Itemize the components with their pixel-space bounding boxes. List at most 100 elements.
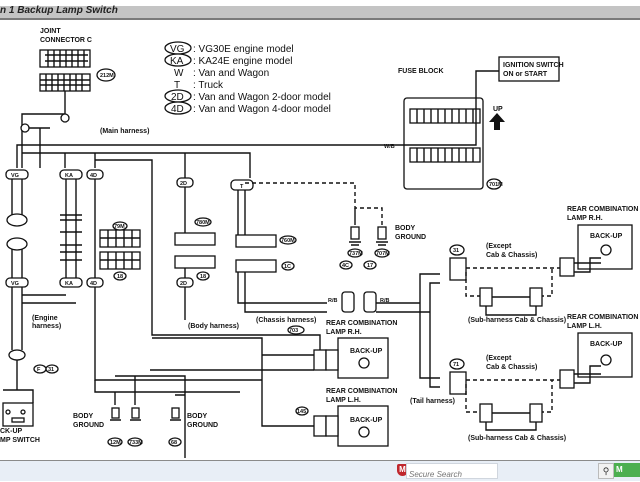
svg-text:BODY: BODY: [73, 413, 94, 420]
svg-text:T: T: [174, 80, 180, 91]
legend-item: : Van and Wagon 2-door model: [193, 92, 331, 103]
connector-212m-badge: [96, 68, 116, 82]
svg-text:18: 18: [117, 274, 123, 280]
svg-text:2D: 2D: [180, 281, 187, 287]
svg-text:LAMP R.H.: LAMP R.H.: [567, 215, 603, 222]
up-arrow-icon: [489, 113, 505, 130]
svg-text:31: 31: [48, 367, 54, 373]
svg-text:4C: 4C: [342, 263, 349, 269]
svg-text:LAMP L.H.: LAMP L.H.: [326, 397, 361, 404]
svg-text:737M: 737M: [349, 251, 363, 257]
svg-text:(Chassis harness): (Chassis harness): [256, 317, 316, 324]
svg-text:79M: 79M: [114, 224, 125, 230]
svg-text:68: 68: [171, 440, 177, 446]
bulb-icon: [600, 354, 612, 366]
svg-text:(Sub-harness Cab & Chassis): (Sub-harness Cab & Chassis): [468, 317, 566, 324]
secure-search-field[interactable]: [406, 463, 498, 482]
svg-text:IGNITION SWITCH: IGNITION SWITCH: [503, 62, 564, 69]
svg-text:780M: 780M: [196, 220, 210, 226]
legend-item: : VG30E engine model: [193, 44, 294, 55]
legend-item: : Van and Wagon: [193, 68, 269, 79]
svg-text:VG: VG: [11, 281, 19, 287]
svg-text:R/B: R/B: [328, 298, 338, 304]
svg-text:(Except: (Except: [486, 243, 512, 250]
svg-text:harness): harness): [32, 323, 61, 330]
svg-text:BACK-UP: BACK-UP: [350, 348, 383, 355]
fuse-block-label: FUSE BLOCK: [398, 68, 444, 75]
connector-212m-label: 212M: [100, 73, 114, 79]
svg-text:REAR COMBINATION: REAR COMBINATION: [567, 314, 638, 321]
svg-text:(Tail harness): (Tail harness): [410, 398, 455, 405]
svg-text:GROUND: GROUND: [395, 234, 426, 241]
addon-label: M: [616, 465, 623, 474]
joint-connector-label: JOINT: [40, 28, 61, 35]
svg-text:4D: 4D: [90, 173, 97, 179]
svg-text:VG: VG: [11, 173, 19, 179]
magnifier-icon[interactable]: ⚲: [598, 463, 614, 479]
connector-760m: [235, 234, 277, 248]
svg-text:1C: 1C: [284, 264, 291, 270]
svg-text:2D: 2D: [171, 92, 184, 103]
svg-text:MP SWITCH: MP SWITCH: [0, 437, 40, 444]
svg-text:F: F: [37, 367, 41, 373]
svg-text:REAR COMBINATION: REAR COMBINATION: [326, 388, 397, 395]
bulb-icon: [600, 244, 612, 256]
svg-text:17: 17: [367, 263, 373, 269]
svg-text:T: T: [240, 184, 244, 190]
svg-text:BODY: BODY: [187, 413, 208, 420]
fuse-block: [403, 97, 484, 190]
window-titlebar: n 1 Backup Lamp Switch: [0, 5, 640, 20]
svg-text:31: 31: [453, 248, 459, 254]
svg-text:703: 703: [289, 328, 298, 334]
svg-text:71: 71: [453, 362, 459, 368]
legend: VG : VG30E engine model KA : KA24E engin…: [164, 41, 331, 115]
svg-text:W/B: W/B: [384, 144, 395, 150]
svg-text:Cab & Chassis): Cab & Chassis): [486, 252, 537, 259]
svg-text:LAMP R.H.: LAMP R.H.: [326, 329, 362, 336]
svg-text:BACK-UP: BACK-UP: [350, 417, 383, 424]
svg-text:KA: KA: [65, 173, 73, 179]
svg-text:145: 145: [297, 409, 306, 415]
svg-text:701M: 701M: [489, 182, 503, 188]
svg-text:W: W: [174, 68, 184, 79]
svg-text:12M: 12M: [110, 440, 121, 446]
connector-18b: [174, 255, 216, 269]
window-title: n 1 Backup Lamp Switch: [0, 5, 118, 16]
browser-statusbar: M ⚲ M: [0, 460, 640, 482]
svg-text:733M: 733M: [129, 440, 143, 446]
rear-lamp-lh-center: [337, 405, 389, 447]
legend-item: : Van and Wagon 4-door model: [193, 104, 331, 115]
svg-text:BACK-UP: BACK-UP: [590, 233, 623, 240]
legend-item: : Truck: [193, 80, 224, 91]
svg-text:GROUND: GROUND: [187, 422, 218, 429]
svg-text:CK-UP: CK-UP: [0, 428, 22, 435]
svg-text:KA: KA: [170, 56, 184, 67]
svg-text:18: 18: [200, 274, 206, 280]
svg-text:BACK-UP: BACK-UP: [590, 341, 623, 348]
svg-text:ON or START: ON or START: [503, 71, 548, 78]
search-input[interactable]: [407, 467, 497, 482]
shield-icon[interactable]: M: [397, 464, 408, 476]
svg-text:UP: UP: [493, 106, 503, 113]
connector-1c: [235, 259, 277, 273]
connector-701m-badge: [486, 178, 502, 190]
svg-text:REAR COMBINATION: REAR COMBINATION: [326, 320, 397, 327]
legend-item: : KA24E engine model: [193, 56, 293, 67]
svg-text:(Body harness): (Body harness): [188, 323, 239, 330]
svg-text:GROUND: GROUND: [73, 422, 104, 429]
svg-text:(Main harness): (Main harness): [100, 128, 149, 135]
svg-text:REAR COMBINATION: REAR COMBINATION: [567, 206, 638, 213]
svg-text:4D: 4D: [171, 104, 184, 115]
svg-text:(Except: (Except: [486, 355, 512, 362]
svg-text:760M: 760M: [281, 238, 295, 244]
svg-text:707M: 707M: [376, 251, 390, 257]
svg-text:BODY: BODY: [395, 225, 416, 232]
joint-connector-label: CONNECTOR C: [40, 37, 92, 44]
svg-text:4D: 4D: [90, 281, 97, 287]
svg-text:R/B: R/B: [380, 298, 390, 304]
addon-button[interactable]: M: [614, 463, 640, 477]
rear-lamp-rh-box: [577, 224, 633, 270]
wiring-diagram: JOINT CONNECTOR C 212M VG : VG30E engine…: [0, 20, 640, 458]
svg-text:LAMP L.H.: LAMP L.H.: [567, 323, 602, 330]
svg-text:Cab & Chassis): Cab & Chassis): [486, 364, 537, 371]
